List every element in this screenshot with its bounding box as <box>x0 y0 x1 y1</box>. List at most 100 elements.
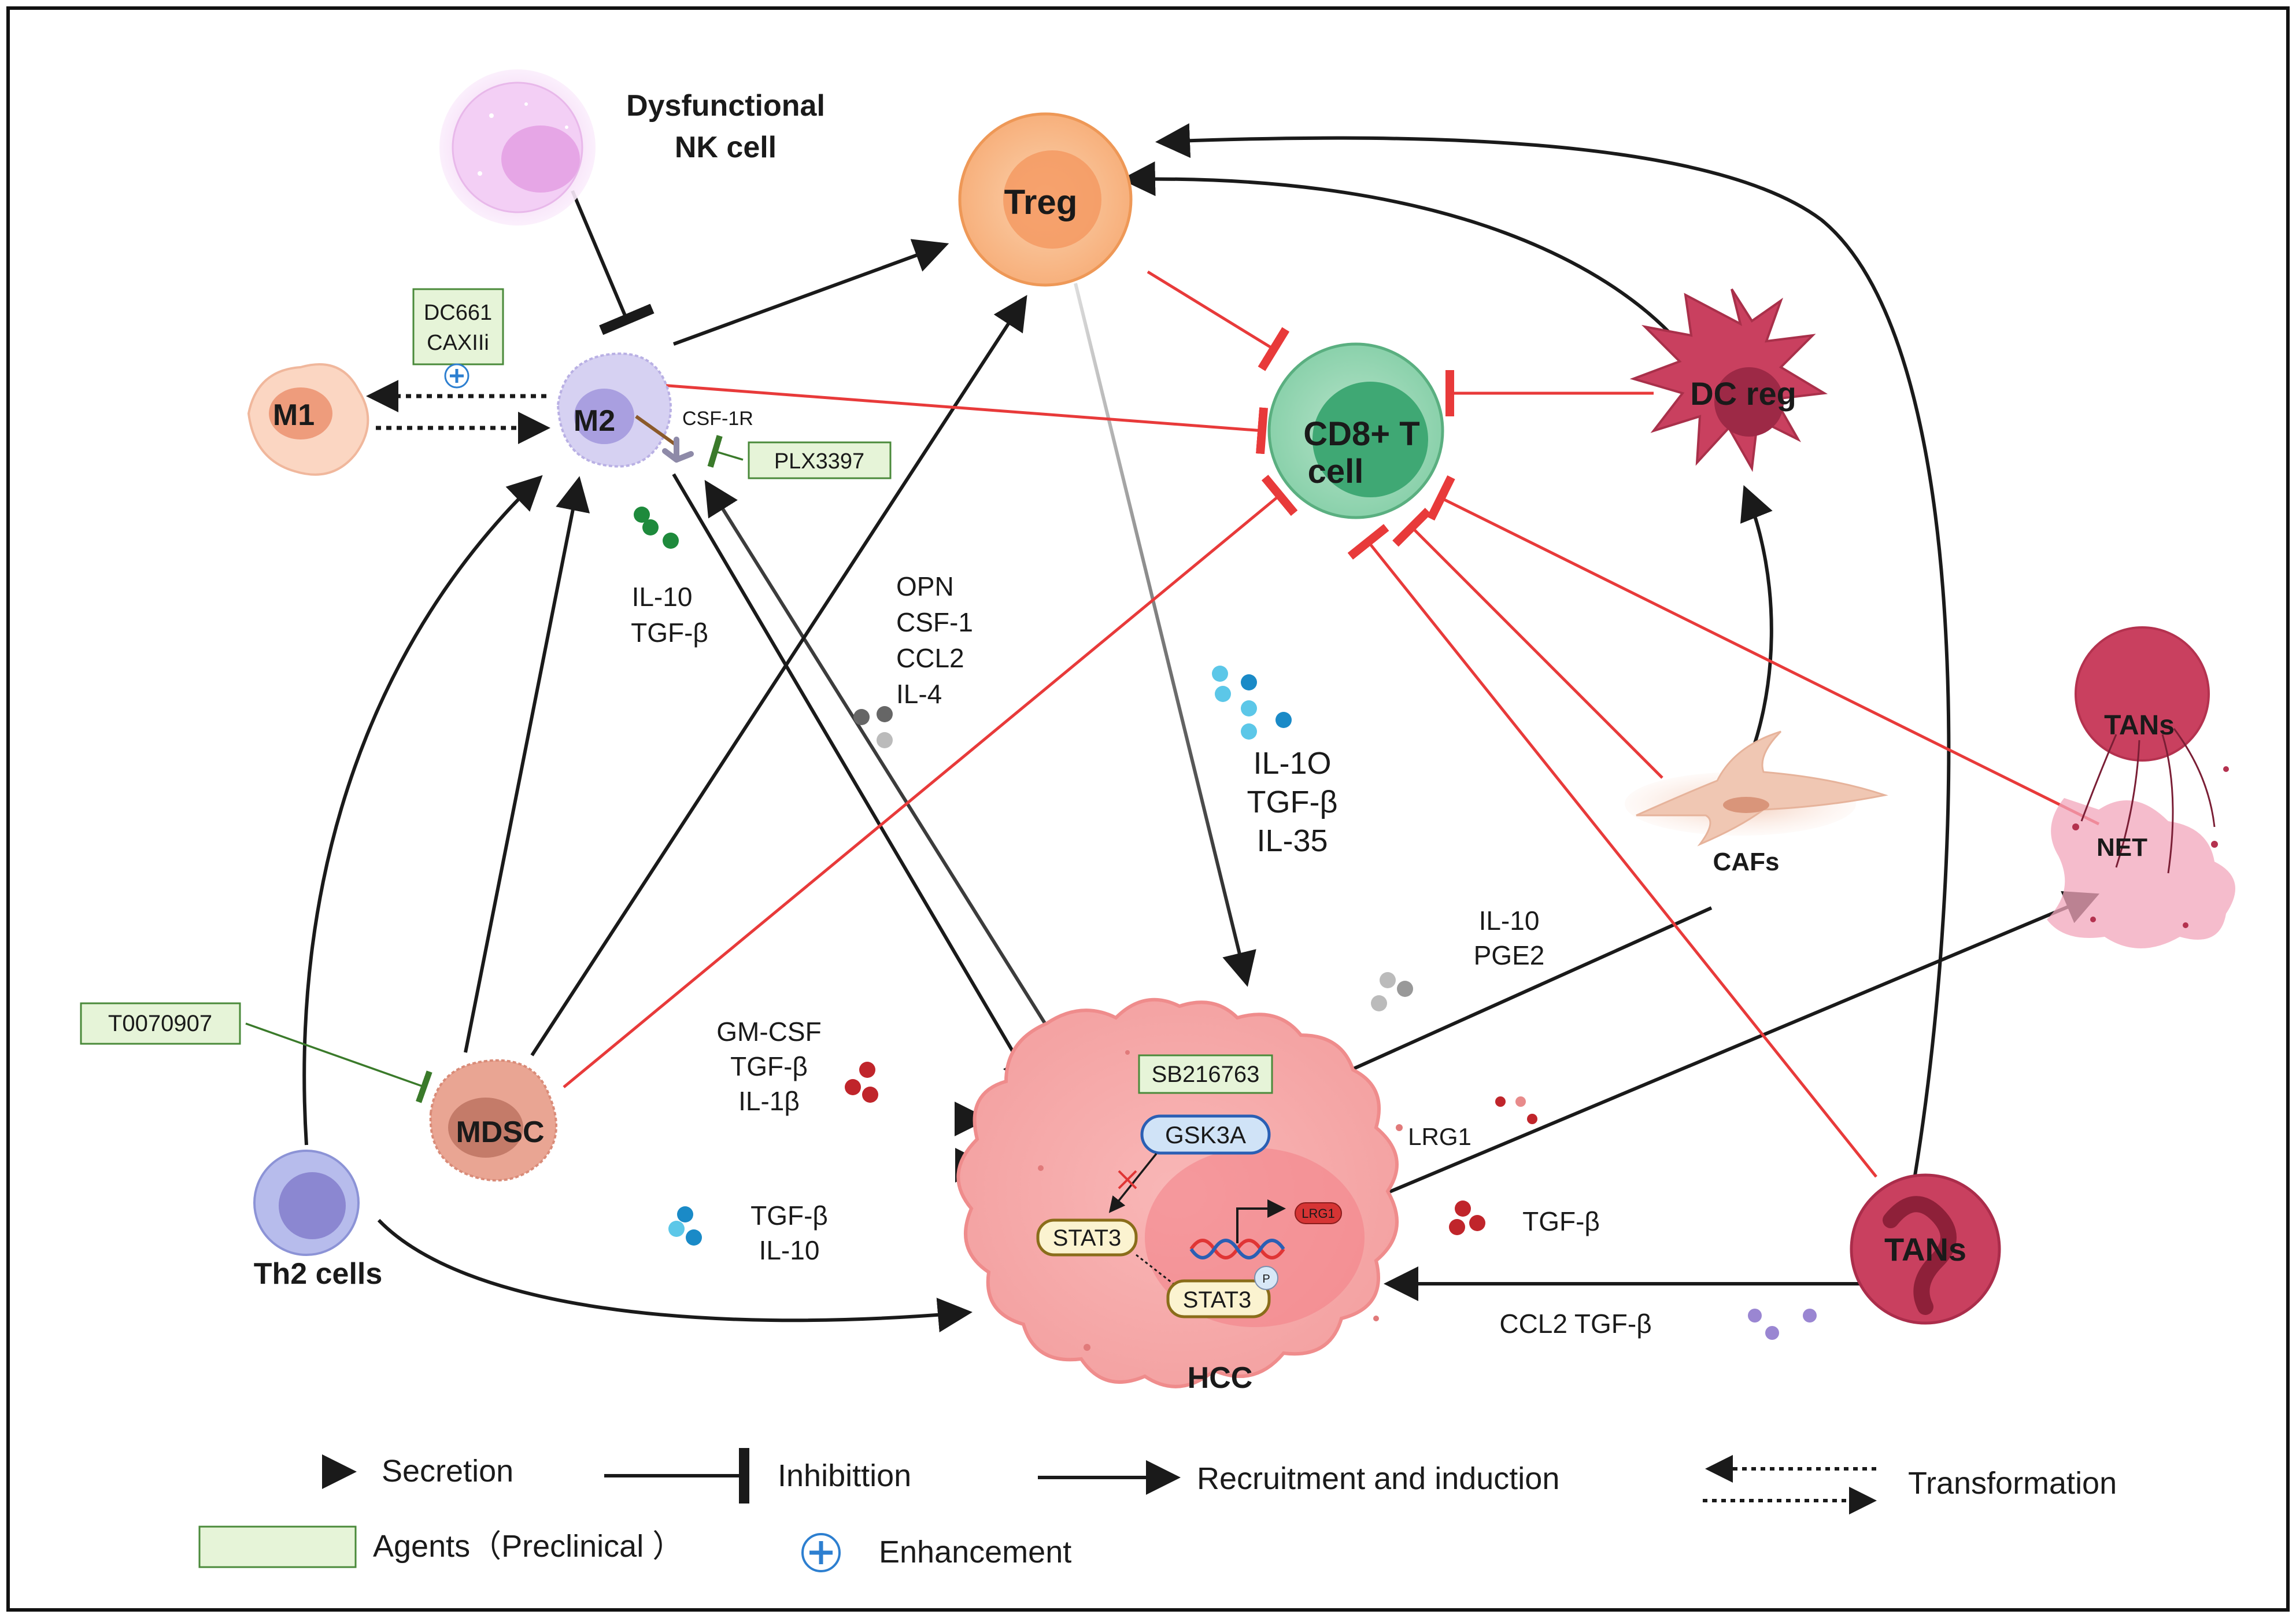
cd8-label-line2: cell <box>1308 453 1364 490</box>
edge-hcc-to-m2 <box>704 479 1054 1036</box>
edge-treg-inhibits-cd8 <box>1147 270 1290 371</box>
agent-dc661-label: DC661 <box>424 301 492 325</box>
label-caf-il10: IL-10 <box>1479 906 1540 936</box>
edge-mdsc-inhibits-cd8 <box>563 474 1298 1088</box>
edge-th2-to-hcc <box>377 1218 973 1332</box>
edge-treg-to-hcc <box>1074 283 1256 987</box>
cytokine-dots <box>634 507 1817 1340</box>
legend-enhancement-icon <box>801 1533 841 1572</box>
nk-label-line2: NK cell <box>675 131 777 164</box>
label-treg-tgfb: TGF-β <box>1247 785 1337 819</box>
edge-tans-to-treg <box>1155 123 1951 1183</box>
dc-reg-cell <box>1629 288 1828 472</box>
treg-cell <box>958 112 1133 287</box>
agent-caxii-label: CAXIIi <box>427 331 489 355</box>
treg-label: Treg <box>1004 183 1078 221</box>
m2-macrophage <box>556 352 672 468</box>
dna-helix <box>1189 1199 1286 1259</box>
legend: Secretion Inhibittion Recruitment and in… <box>194 1448 2117 1572</box>
edge-m2-to-hcc <box>672 473 1036 1091</box>
label-m2-tgfb: TGF-β <box>631 618 708 648</box>
nk-label-line1: Dysfunctional <box>626 89 825 123</box>
tans-label: TANs <box>1884 1231 1966 1268</box>
edge-cafs-inhibits-cd8 <box>1392 508 1663 779</box>
m1-macrophage <box>247 363 369 476</box>
label-gmcsf: GM-CSF <box>716 1017 821 1047</box>
edges <box>245 123 2100 1332</box>
label-m2-il10: IL-10 <box>632 582 693 612</box>
edge-mdsc-to-treg <box>530 294 1027 1056</box>
edge-mdsc-to-m2 <box>464 476 590 1053</box>
cafs-cell <box>1625 730 1888 847</box>
cd8-t-cell <box>1267 342 1444 519</box>
tans-top-label: TANs <box>2104 710 2175 741</box>
label-lrg1: LRG1 <box>1408 1123 1471 1150</box>
edge-nk-inhibits-m2 <box>571 190 655 335</box>
cd8-label-line1: CD8+ T <box>1303 415 1419 453</box>
net-label: NET <box>2097 833 2147 862</box>
tans-net-cell <box>2047 626 2235 948</box>
legend-transformation-label: Transformation <box>1908 1466 2117 1501</box>
label-ccl2: CCL2 <box>896 643 964 673</box>
lrg1-gene-badge <box>1295 1202 1342 1224</box>
gsk3a-label: GSK3A <box>1165 1121 1246 1148</box>
label-treg-il10: IL-1O <box>1253 746 1331 781</box>
edge-plx-inhibits-csf1r <box>707 435 744 468</box>
phospho-label: P <box>1262 1273 1270 1285</box>
th2-label: Th2 cells <box>254 1257 383 1291</box>
hcc-label: HCC <box>1188 1361 1253 1395</box>
legend-agent-swatch <box>198 1525 357 1568</box>
agent-t0070907-label: T0070907 <box>108 1011 212 1036</box>
agent-t0070907 <box>80 1002 241 1045</box>
m2-label: M2 <box>574 404 615 438</box>
agent-plx3397 <box>748 441 892 479</box>
cafs-label: CAFs <box>1713 848 1780 876</box>
m1-label: M1 <box>273 398 315 432</box>
enhancement-plus-icon <box>444 363 469 389</box>
agent-dc661-caxii <box>412 288 504 365</box>
edge-cafs-to-hcc <box>1306 906 1713 1092</box>
mdsc-label: MDSC <box>456 1115 544 1149</box>
label-treg-il35: IL-35 <box>1256 823 1328 858</box>
stat3-node-a <box>1036 1218 1138 1257</box>
agent-sb216763 <box>1138 1054 1273 1094</box>
legend-recruitment-label: Recruitment and induction <box>1197 1461 1559 1496</box>
label-il1b: IL-1β <box>738 1086 800 1116</box>
label-tan-tgfb: TGF-β <box>1522 1206 1600 1236</box>
label-ccl2-tgfb: CCL2 TGF-β <box>1499 1309 1651 1339</box>
csf1r-receptor <box>635 415 694 463</box>
edge-hcc-to-net <box>1369 891 2100 1202</box>
label-hcc-tgfb: TGF-β <box>730 1051 808 1081</box>
blocked-x-icon <box>1118 1170 1137 1190</box>
dc-label: DC reg <box>1690 375 1796 412</box>
agent-sb216763-label: SB216763 <box>1152 1062 1260 1087</box>
edge-m2-to-treg <box>672 239 949 346</box>
dysfunctional-nk-cell <box>439 69 596 226</box>
agent-plx3397-label: PLX3397 <box>774 449 864 474</box>
mdsc-cell <box>429 1059 557 1182</box>
stat3-label-b: STAT3 <box>1183 1287 1252 1313</box>
hcc-cell <box>956 998 1403 1388</box>
gsk3a-node <box>1140 1114 1271 1155</box>
legend-agents-label: Agents（Preclinical ） <box>373 1529 683 1564</box>
edge-t007-inhibits-mdsc <box>245 1022 432 1103</box>
csf1r-label: CSF-1R <box>682 408 753 430</box>
stat3-label-a: STAT3 <box>1053 1225 1122 1251</box>
edge-th2-to-m2 <box>302 475 543 1146</box>
lrg1-badge-label: LRG1 <box>1302 1206 1334 1221</box>
stat3-node-b <box>1166 1266 1278 1318</box>
edge-net-inhibits-cd8 <box>1426 475 2100 826</box>
gsk3a-to-stat3 <box>1108 1152 1158 1213</box>
th2-cell <box>253 1150 360 1256</box>
edge-tans-inhibits-cd8 <box>1347 524 1877 1178</box>
legend-secretion-label: Secretion <box>382 1454 513 1488</box>
label-mdsc-il10: IL-10 <box>759 1235 820 1265</box>
legend-inhibition-label: Inhibittion <box>778 1458 911 1493</box>
label-mdsc-tgfb: TGF-β <box>750 1200 828 1231</box>
label-opn: OPN <box>896 571 954 601</box>
edge-dc-to-treg <box>1121 161 1684 348</box>
label-caf-pge2: PGE2 <box>1474 940 1545 970</box>
legend-enhancement-label: Enhancement <box>879 1535 1071 1569</box>
edge-m2-inhibits-cd8 <box>653 383 1269 455</box>
